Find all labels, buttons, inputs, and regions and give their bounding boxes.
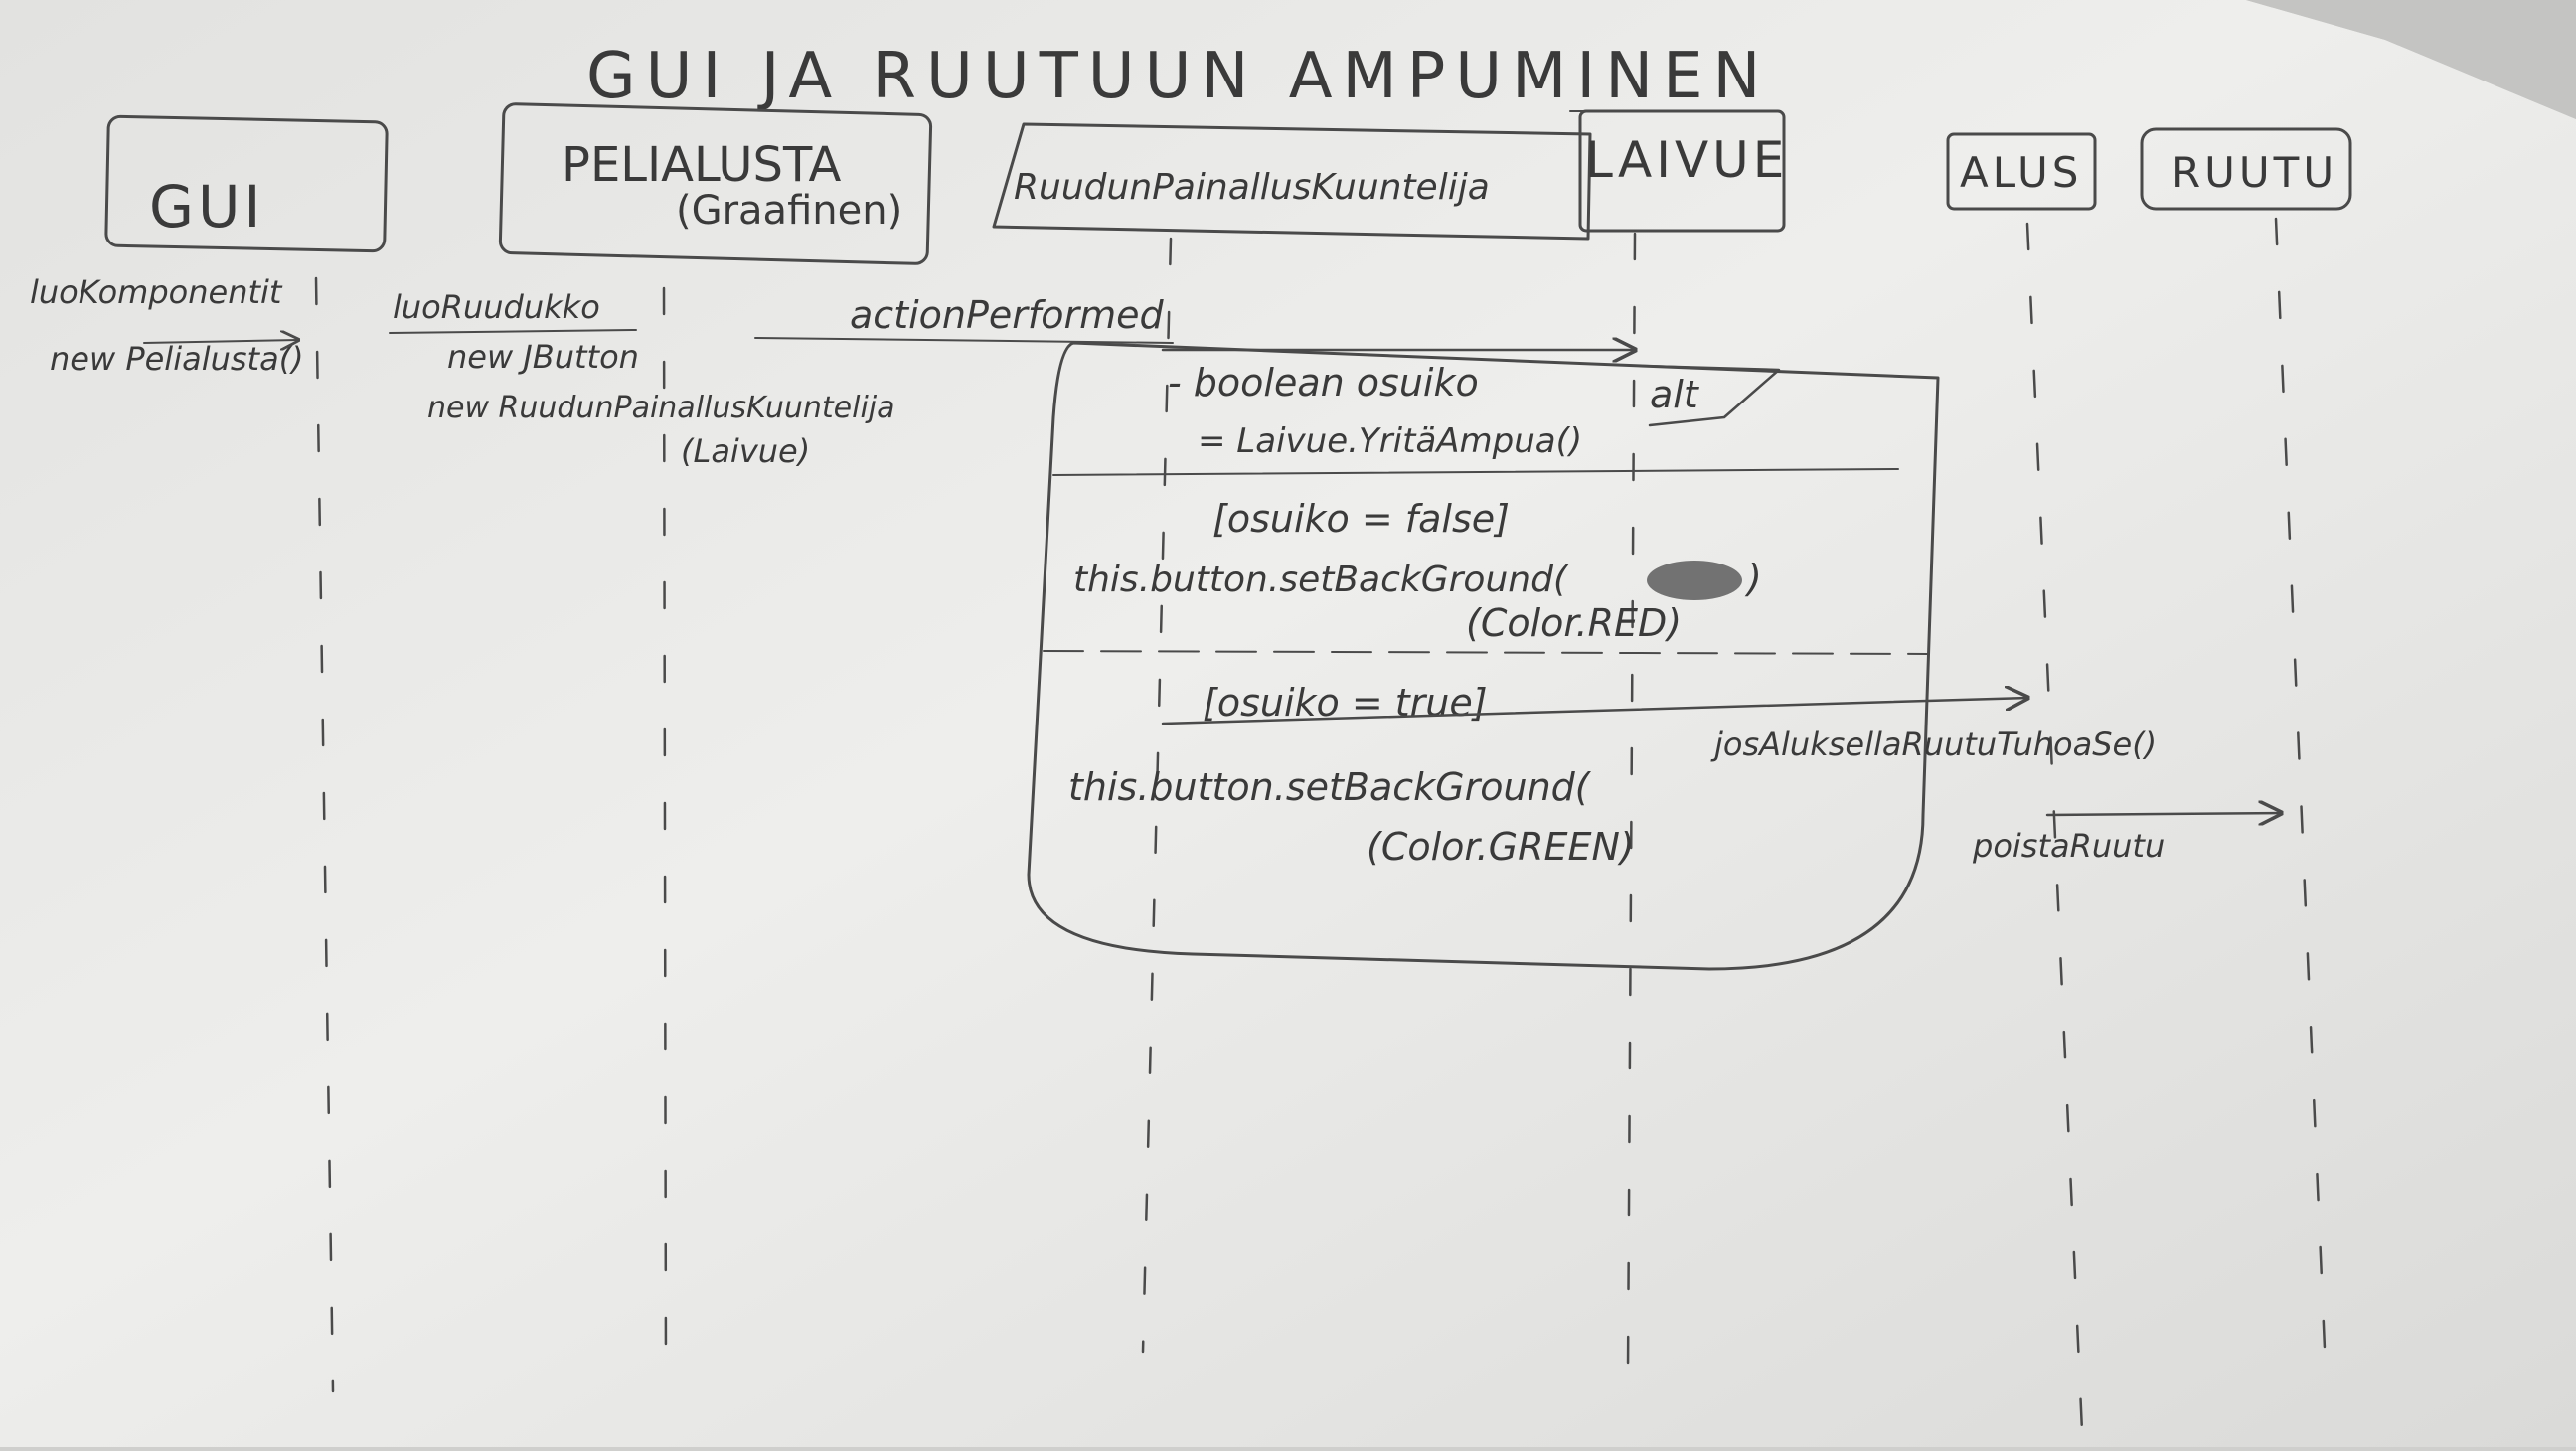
alt-false-action: this.button.setBackGround( bbox=[1073, 560, 1569, 600]
participant-pelialusta: PELIALUSTA (Graafinen) bbox=[498, 102, 933, 265]
paper-corner-shadow bbox=[2246, 0, 2576, 119]
diagram-title: GUI JA RUUTUUN AMPUMINEN bbox=[586, 40, 1770, 113]
svg-text:): ) bbox=[1744, 557, 1762, 600]
scribble bbox=[1647, 561, 1742, 600]
pelialusta-message-1: luoRuudukko bbox=[393, 288, 600, 326]
alt-true-action: this.button.setBackGround( bbox=[1068, 765, 1592, 809]
participant-kuuntelija-label: RuudunPainallusKuuntelija bbox=[1014, 167, 1490, 208]
participant-alus: ALUS bbox=[1946, 132, 2097, 211]
pelialusta-message-2: new JButton bbox=[447, 338, 639, 376]
participant-gui: GUI bbox=[104, 114, 389, 253]
alt-guard-false: [osuiko = false] bbox=[1212, 497, 1510, 541]
participant-laivue: LAIVUE bbox=[1578, 109, 1788, 233]
participant-kuuntelija: RuudunPainallusKuuntelija bbox=[992, 122, 1592, 241]
participant-ruutu-label: RUUTU bbox=[2172, 148, 2337, 197]
participant-laivue-label: LAIVUE bbox=[1585, 131, 1788, 189]
pelialusta-message-3: new RuudunPainallusKuuntelija bbox=[427, 391, 895, 425]
alt-call: = Laivue.YritäAmpua() bbox=[1198, 421, 1582, 461]
alt-fragment: alt - boolean osuiko = Laivue.YritäAmpua… bbox=[1027, 341, 2027, 971]
lifeline-alus bbox=[2025, 222, 2084, 1433]
alt-label: alt bbox=[1650, 373, 1700, 416]
pelialusta-message-4: (Laivue) bbox=[681, 432, 810, 470]
alt-declaration: - boolean osuiko bbox=[1168, 361, 1479, 404]
participant-alus-label: ALUS bbox=[1960, 148, 2082, 197]
participant-ruutu: RUUTU bbox=[2140, 127, 2352, 211]
participant-gui-label: GUI bbox=[149, 173, 265, 241]
alus-message: josAluksellaRuutuTuhoaSe() bbox=[1710, 726, 2157, 763]
gui-message-2: new Pelialusta() bbox=[50, 340, 304, 378]
action-performed-label: actionPerformed bbox=[850, 293, 1165, 337]
gui-message-1: luoKomponentit bbox=[30, 273, 283, 311]
ruutu-message: poistaRuutu bbox=[1972, 827, 2165, 865]
alt-true-color: (Color.GREEN) bbox=[1367, 825, 1635, 869]
lifeline-ruutu bbox=[2274, 217, 2328, 1373]
participant-pelialusta-note: (Graafinen) bbox=[676, 188, 902, 234]
alt-false-color: (Color.RED) bbox=[1466, 601, 1682, 645]
participant-pelialusta-label: PELIALUSTA bbox=[562, 137, 842, 193]
lifelines bbox=[314, 217, 2328, 1433]
